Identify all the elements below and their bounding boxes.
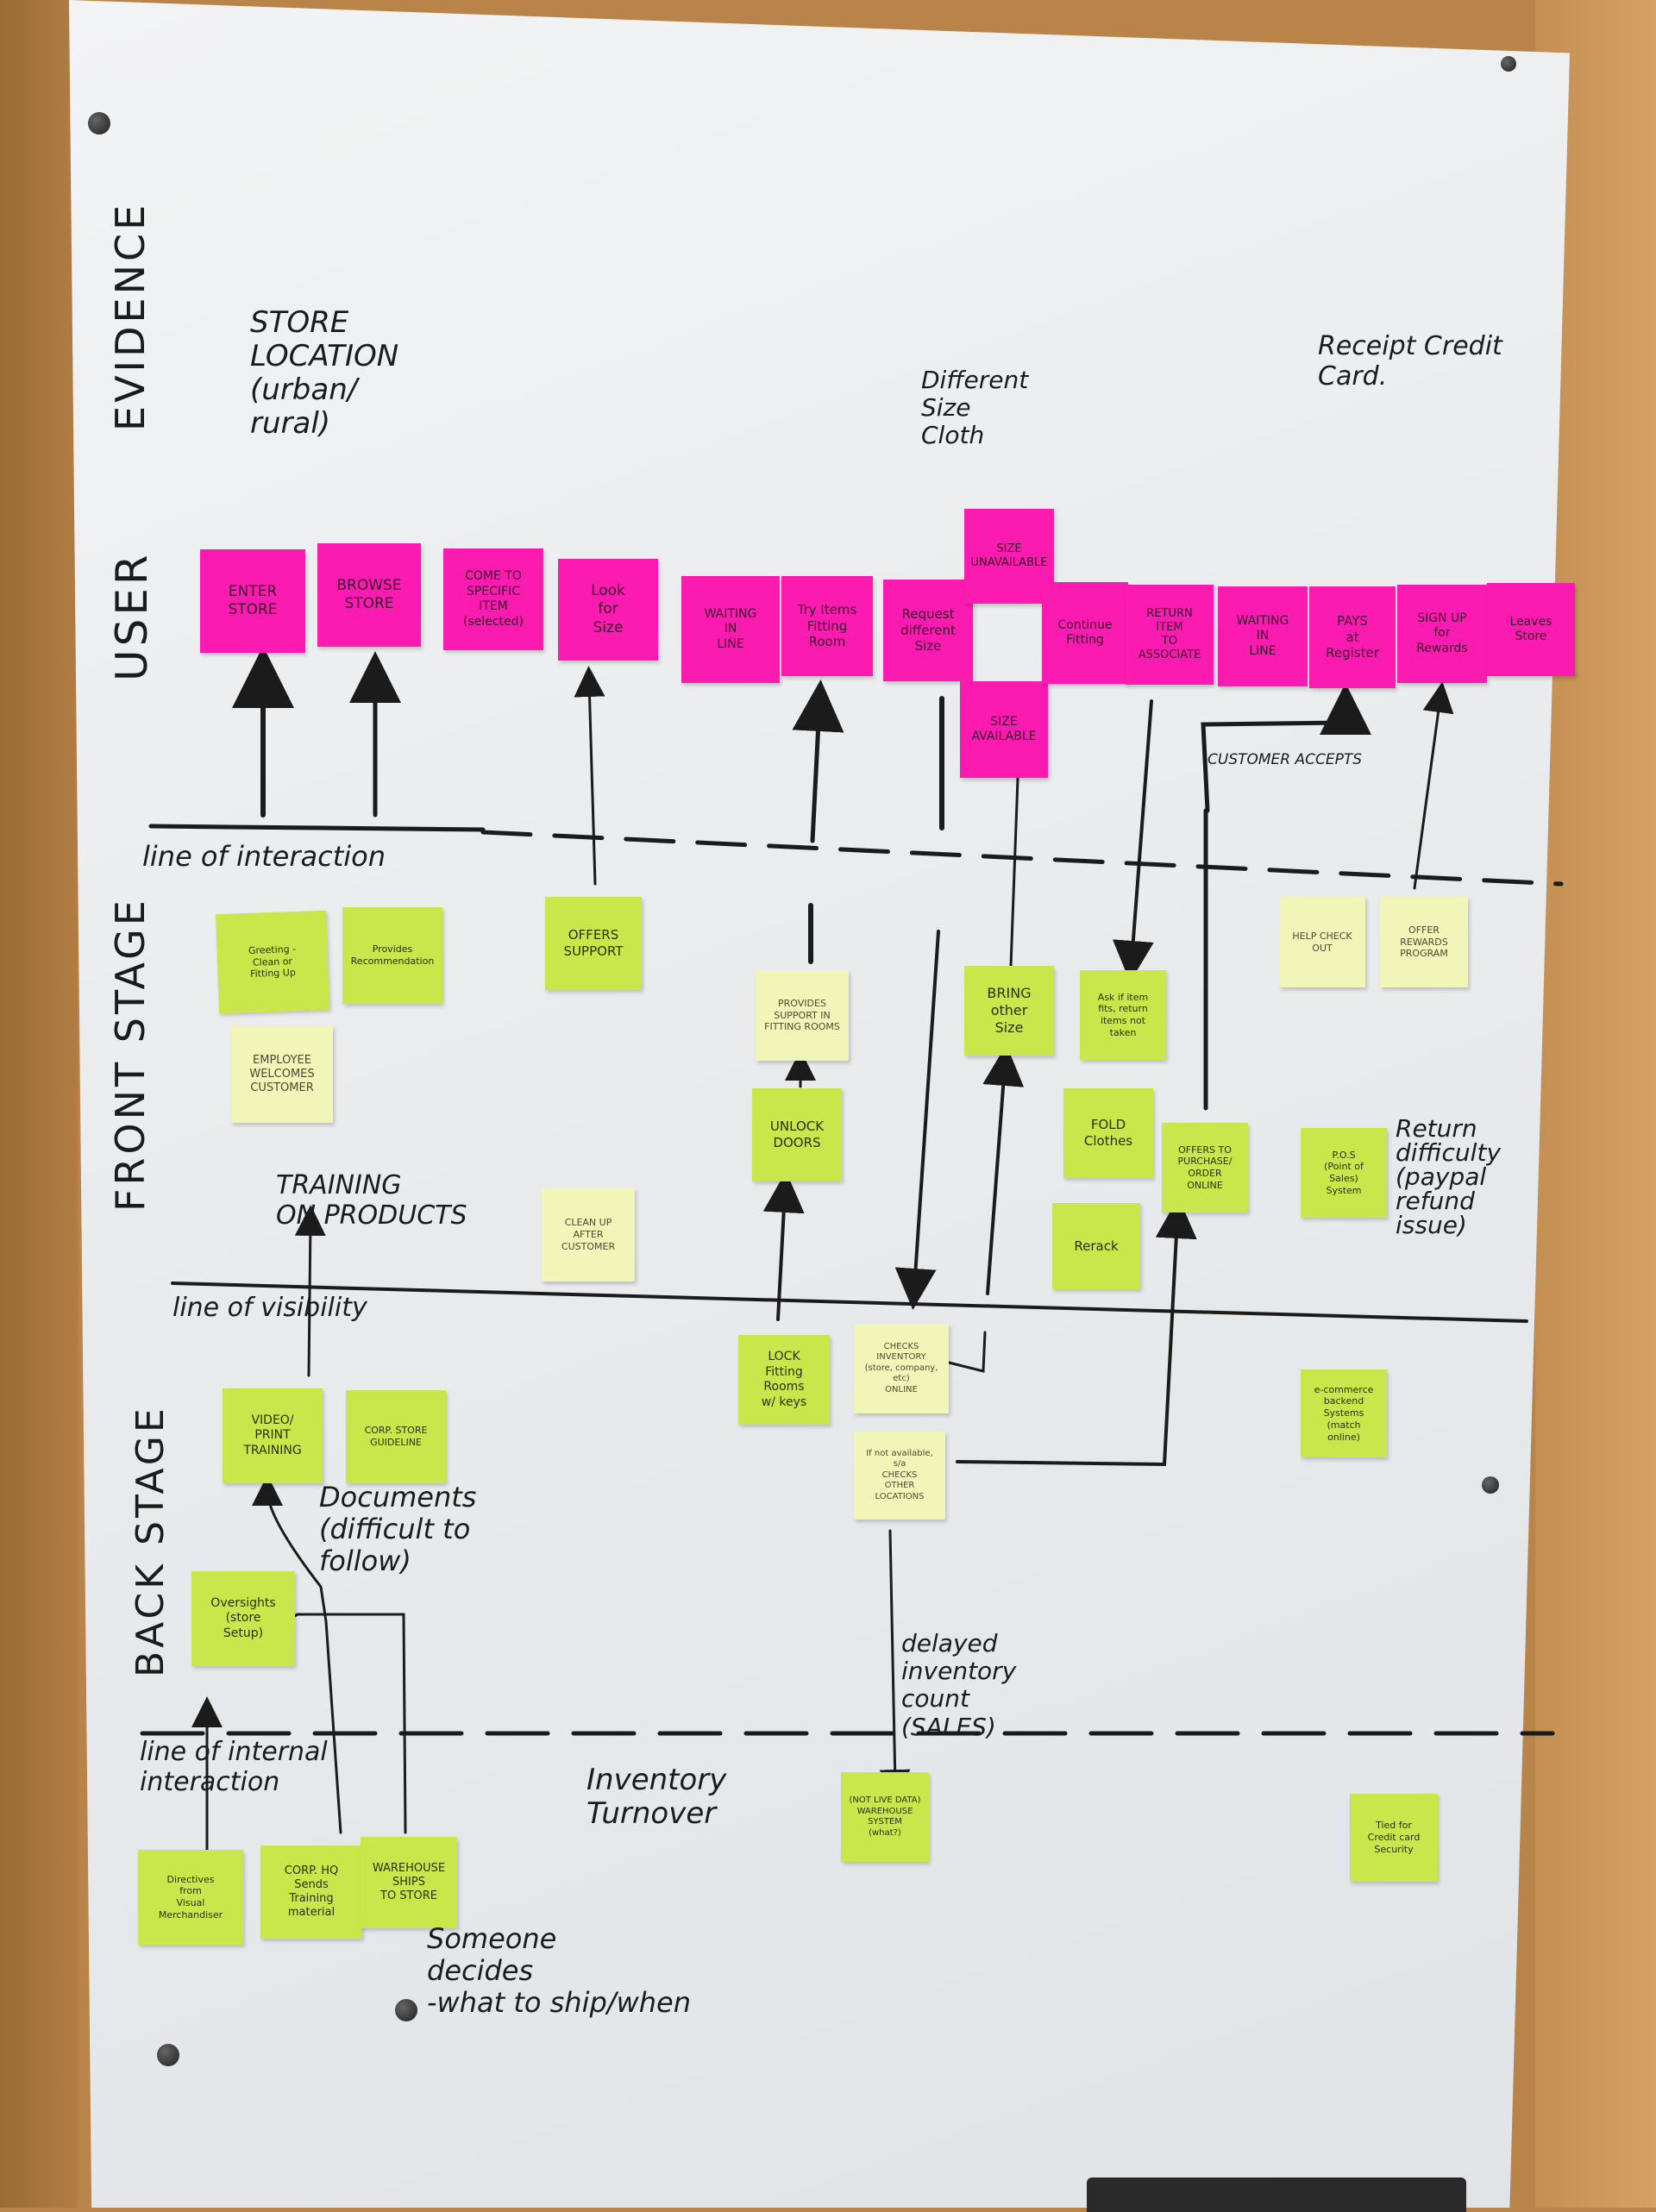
note-size-available: SIZE AVAILABLE — [960, 681, 1048, 778]
note-offers-purchase: OFFERS TO PURCHASE/ ORDER ONLINE — [1162, 1123, 1248, 1213]
text-delayed-inventory: delayed inventory count (SALES) — [901, 1629, 1017, 1741]
wall-left — [0, 0, 78, 2208]
text-return-difficulty: Return difficulty (paypal refund issue) — [1396, 1114, 1502, 1239]
evidence-receipt: Receipt Credit Card. — [1318, 331, 1502, 392]
evidence-store-location: STORE LOCATION (urban/ rural) — [250, 305, 399, 442]
text-inventory-turnover: Inventory Turnover — [586, 1763, 727, 1832]
note-pos-system: P.O.S (Point of Sales) System — [1301, 1128, 1387, 1218]
evidence-different-size: Different Size Cloth — [921, 366, 1029, 450]
magnet — [1482, 1476, 1499, 1494]
line-of-interaction-label: line of interaction — [142, 840, 386, 873]
note-credit-card-security: Tied for Credit card Security — [1350, 1794, 1438, 1882]
note-browse-store: BROWSE STORE — [317, 543, 421, 647]
note-ecommerce-backend: e-commerce backend Systems (match online… — [1301, 1369, 1387, 1457]
note-enter-store: ENTER STORE — [200, 549, 305, 653]
note-help-check-out: HELP CHECK OUT — [1279, 897, 1365, 987]
line-of-visibility-label: line of visibility — [172, 1293, 367, 1323]
arrow — [982, 1044, 1025, 1295]
arrow — [879, 1529, 911, 1801]
note-corp-hq-training: CORP. HQ Sends Training material — [260, 1845, 362, 1939]
marker-tray — [1087, 2178, 1466, 2212]
arrow — [956, 1197, 1197, 1467]
arrow — [252, 1475, 342, 1834]
note-ask-item-fits: Ask if item fits, return items not taken — [1080, 970, 1166, 1060]
lane-label-user: USER — [107, 551, 157, 681]
note-checks-inventory: CHECKS INVENTORY (store, company, etc) O… — [854, 1324, 949, 1413]
note-oversights: Oversights (store Setup) — [191, 1571, 295, 1666]
note-pays-at-register: PAYS at Register — [1309, 586, 1396, 688]
arrow — [762, 1171, 805, 1321]
note-checks-other-locations: If not available, s/a CHECKS OTHER LOCAT… — [854, 1432, 945, 1520]
lane-label-front-stage: FRONT STAGE — [107, 897, 154, 1212]
text-training-on-products: TRAINING ON PRODUCTS — [276, 1170, 467, 1231]
note-video-print-training: VIDEO/ PRINT TRAINING — [223, 1388, 323, 1483]
line-of-visibility — [171, 1281, 1528, 1323]
note-fold-clothes: FOLD Clothes — [1063, 1088, 1153, 1178]
note-bring-other-size: BRING other Size — [964, 966, 1054, 1056]
note-request-different-size: Request different Size — [883, 580, 973, 681]
text-documents: Documents (difficult to follow) — [319, 1481, 477, 1577]
lane-label-back-stage: BACK STAGE — [129, 1405, 172, 1677]
line-of-internal-interaction-label: line of internal interaction — [140, 1737, 328, 1797]
lane-label-evidence: EVIDENCE — [107, 201, 154, 431]
line-of-interaction — [148, 824, 486, 832]
note-return-item: RETURN ITEM TO ASSOCIATE — [1126, 585, 1214, 685]
text-customer-accepts: CUSTOMER ACCEPTS — [1208, 751, 1363, 768]
arrow — [792, 680, 844, 843]
note-corp-store-guideline: CORP. STORE GUIDELINE — [346, 1390, 446, 1483]
arrow — [1413, 681, 1454, 890]
note-offer-rewards: OFFER REWARDS PROGRAM — [1380, 897, 1468, 987]
arrow — [947, 1331, 987, 1373]
arrow — [1112, 699, 1154, 982]
magnet — [88, 112, 110, 135]
note-size-unavailable: SIZE UNAVAILABLE — [964, 509, 1054, 604]
note-warehouse-system: (NOT LIVE DATA) WAREHOUSE SYSTEM (what?) — [841, 1772, 929, 1862]
note-employee-welcomes: EMPLOYEE WELCOMES CUSTOMER — [231, 1026, 333, 1123]
note-clean-up: CLEAN UP AFTER CUSTOMER — [542, 1188, 635, 1281]
note-continue-fitting: Continue Fitting — [1042, 582, 1128, 684]
note-waiting-in-line-2: WAITING IN LINE — [1218, 586, 1308, 686]
note-offers-support: OFFERS SUPPORT — [545, 897, 642, 990]
arrow — [283, 1613, 407, 1834]
note-fitting-support: PROVIDES SUPPORT IN FITTING ROOMS — [756, 970, 849, 1061]
note-try-items: Try Items Fitting Room — [781, 576, 873, 676]
line-of-interaction — [480, 830, 1564, 887]
arrow — [294, 1205, 326, 1377]
magnet — [1501, 56, 1516, 72]
magnet — [157, 2044, 179, 2066]
arrow — [1009, 777, 1019, 968]
note-sign-up-rewards: SIGN UP for Rewards — [1397, 585, 1487, 683]
note-warehouse-ships: WAREHOUSE SHIPS TO STORE — [361, 1837, 457, 1928]
note-unlock-doors: UNLOCK DOORS — [752, 1088, 842, 1181]
note-rerack: Rerack — [1052, 1203, 1140, 1289]
note-directives-visual-merchandiser: Directives from Visual Merchandiser — [138, 1850, 243, 1945]
arrow — [574, 666, 605, 886]
note-come-to-specific-item: COME TO SPECIFIC ITEM (selected) — [443, 548, 543, 650]
text-someone-decides: Someone decides -what to ship/when — [427, 1922, 691, 2019]
magnet — [395, 1999, 417, 2021]
note-waiting-in-line: WAITING IN LINE — [681, 576, 780, 683]
arrow — [1201, 683, 1371, 813]
note-lock-fitting-rooms: LOCK Fitting Rooms w/ keys — [738, 1335, 830, 1425]
note-leaves-store: Leaves Store — [1487, 583, 1575, 676]
note-provides-recommendation: Provides Recommendation — [342, 907, 442, 1004]
note-greeting: Greeting - Clean or Fitting Up — [216, 910, 329, 1014]
note-look-for-size: Look for Size — [558, 559, 658, 661]
arrow — [894, 930, 940, 1310]
